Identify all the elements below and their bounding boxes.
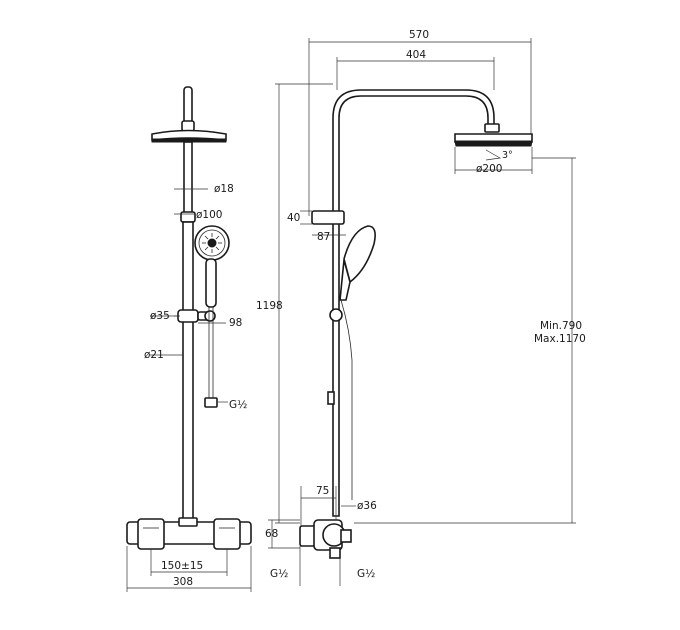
riser-and-arm (332, 89, 495, 517)
thermostatic-mixer-front (126, 517, 252, 550)
hand-shower-front (194, 225, 230, 308)
label-overall-reach: 570 (409, 29, 429, 41)
thermostatic-mixer-side (299, 519, 352, 559)
label-lower-pipe-diameter: ø21 (144, 349, 164, 361)
front-dimensions (126, 188, 252, 592)
label-mixer-width: 308 (173, 576, 193, 588)
hose-end-side (327, 391, 335, 405)
lower-pipe (182, 221, 194, 523)
side-dimensions (268, 38, 576, 586)
label-head-tilt: 3° (502, 150, 513, 161)
label-adjust-max: Max.1170 (534, 333, 586, 345)
label-arm-reach: 404 (406, 49, 426, 61)
label-total-height: 1198 (256, 300, 283, 312)
label-center-distance: 150±15 (161, 560, 203, 572)
label-slider-offset: 98 (229, 317, 242, 329)
nut-top (181, 120, 195, 132)
label-body-diameter: ø36 (357, 500, 377, 512)
label-mixer-depth: 75 (316, 485, 329, 497)
label-head-diameter: ø200 (476, 163, 502, 175)
upper-pipe (183, 141, 193, 215)
overhead-shower-side (454, 133, 533, 147)
overhead-shower-front (151, 129, 227, 143)
shower-holder-side (311, 210, 345, 225)
arm-nut (484, 123, 500, 133)
label-wall-offset: 68 (265, 528, 278, 540)
side-view: 570 404 3° ø200 40 87 1198 Min.790 Max.1… (256, 29, 586, 586)
slider-front (177, 309, 216, 323)
label-holder-depth: 87 (317, 231, 330, 243)
hose-side (340, 299, 353, 500)
hand-shower-side (339, 225, 376, 301)
label-adjust-min: Min.790 (540, 320, 582, 332)
front-view: ø18 ø100 ø35 98 ø21 G½ 150±15 308 (126, 86, 252, 592)
top-stub (183, 86, 193, 124)
front-labels: ø18 ø100 ø35 98 ø21 G½ 150±15 308 (144, 183, 247, 588)
label-slider-diameter: ø35 (150, 310, 170, 322)
pipe-joint (180, 211, 196, 223)
hose-front (204, 307, 218, 408)
label-outlet-thread: G½ (357, 568, 375, 580)
label-holder-height: 40 (287, 212, 300, 224)
slider-side (329, 308, 343, 322)
label-pipe-diameter: ø18 (214, 183, 234, 195)
side-labels: 570 404 3° ø200 40 87 1198 Min.790 Max.1… (256, 29, 586, 580)
label-inlet-thread: G½ (270, 568, 288, 580)
label-hand-shower-diameter: ø100 (196, 209, 222, 221)
label-hose-thread: G½ (229, 399, 247, 411)
